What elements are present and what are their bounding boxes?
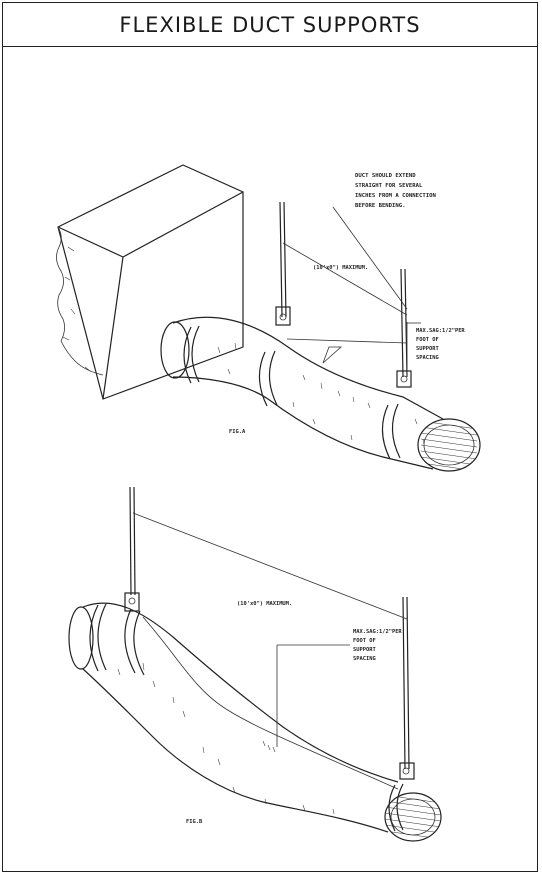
duct-a — [160, 316, 481, 472]
page-title: FLEXIBLE DUCT SUPPORTS — [119, 12, 421, 37]
hanger-rods-a — [275, 201, 412, 388]
fig-b-spacing-label: (10'x0") MAXIMUM. — [237, 601, 292, 607]
plenum-box — [56, 164, 244, 400]
fig-a-spacing-label: (10'x0") MAXIMUM. — [313, 265, 368, 271]
fig-b-caption: FIG.B — [186, 819, 203, 825]
dimension-lines-b — [132, 512, 408, 747]
hanger-rods-b — [124, 486, 415, 780]
fig-a-note: DUCT SHOULD EXTEND STRAIGHT FOR SEVERAL … — [355, 173, 439, 209]
fig-b: (10'x0") MAXIMUM. MAX.SAG:1/2"PER FOOT O… — [68, 486, 442, 842]
dimension-lines-a — [282, 206, 421, 377]
fig-a-sag-label: MAX.SAG:1/2"PER FOOT OF SUPPORT SPACING — [416, 328, 468, 361]
title-bar: FLEXIBLE DUCT SUPPORTS — [3, 3, 537, 47]
fig-a-caption: FIG.A — [229, 429, 246, 435]
duct-drawing: DUCT SHOULD EXTEND STRAIGHT FOR SEVERAL … — [56, 164, 481, 842]
fig-b-sag-label: MAX.SAG:1/2"PER FOOT OF SUPPORT SPACING — [353, 629, 405, 662]
duct-b — [68, 602, 442, 842]
fig-a: DUCT SHOULD EXTEND STRAIGHT FOR SEVERAL … — [56, 164, 481, 472]
